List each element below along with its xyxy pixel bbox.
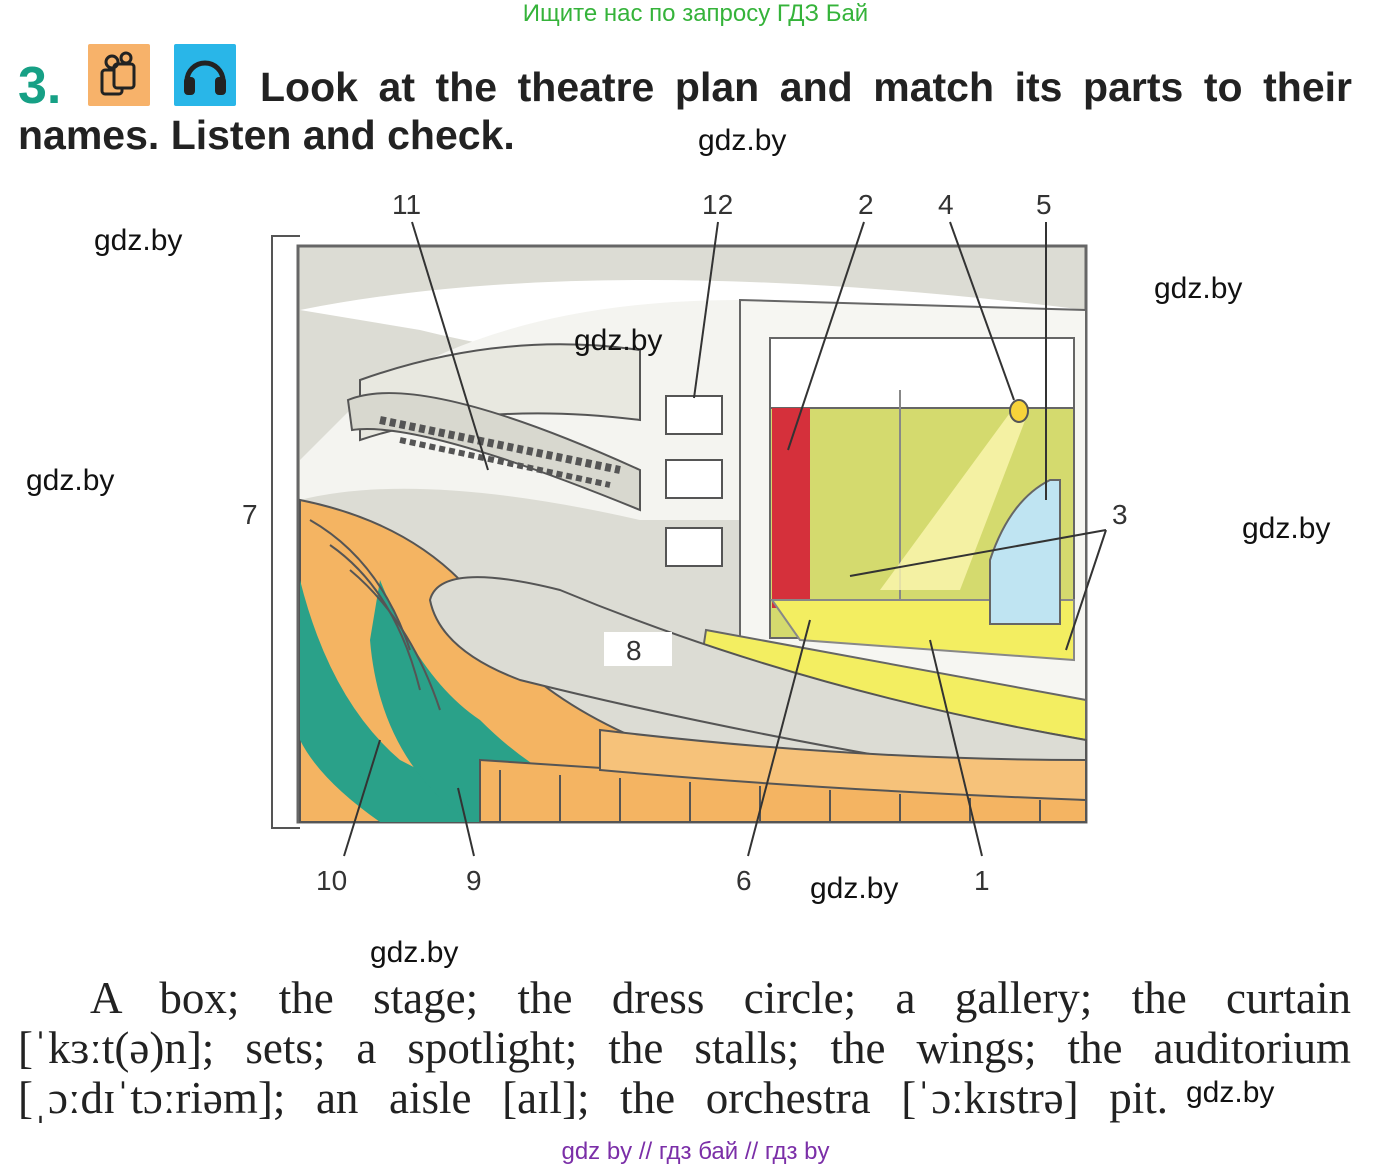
label-3: 3 (1112, 499, 1128, 530)
label-5: 5 (1036, 189, 1052, 220)
instruction-line-2: names. Listen and check. (18, 112, 515, 158)
watermark: gdz.by (26, 464, 115, 497)
word-list-line-2: [ˈkɜːt(ə)n]; sets; a spotlight; the stal… (18, 1023, 1351, 1073)
exercise-number: 3. (18, 57, 62, 115)
watermark: gdz.by (574, 324, 663, 357)
word-list-line-1: A box; the stage; the dress circle; a ga… (90, 973, 1351, 1023)
watermark: gdz.by (1242, 512, 1331, 545)
label-9: 9 (466, 865, 482, 896)
watermark: gdz.by (94, 224, 183, 257)
label-8: 8 (626, 635, 642, 666)
label-7: 7 (242, 499, 258, 530)
watermark: gdz.by (1186, 1076, 1275, 1109)
spotlight (1009, 399, 1029, 423)
watermark: gdz.by (370, 936, 459, 969)
boxes (665, 395, 723, 567)
pair-work-icon (88, 44, 150, 106)
bottom-banner: gdz by // гдз бай // гдз by (561, 1138, 830, 1165)
watermark: gdz.by (1154, 272, 1243, 305)
instruction-line-1: Look at the theatre plan and match its p… (260, 64, 1352, 110)
set-piece (989, 479, 1061, 625)
label-12: 12 (702, 189, 733, 220)
label-10: 10 (316, 865, 347, 896)
label-11: 11 (392, 189, 421, 220)
label-4: 4 (938, 189, 954, 220)
label-6: 6 (736, 865, 752, 896)
word-list-line-3: [ˌɔːdɪˈtɔːriəm]; an aisle [aɪl]; the orc… (18, 1073, 1168, 1123)
label-1: 1 (974, 865, 990, 896)
watermark: gdz.by (810, 872, 899, 905)
watermark: gdz.by (698, 124, 787, 157)
label-2: 2 (858, 189, 874, 220)
headphones-icon (174, 44, 236, 106)
top-banner: Ищите нас по запросу ГДЗ Бай (522, 0, 869, 27)
gallery-seats (379, 416, 621, 488)
